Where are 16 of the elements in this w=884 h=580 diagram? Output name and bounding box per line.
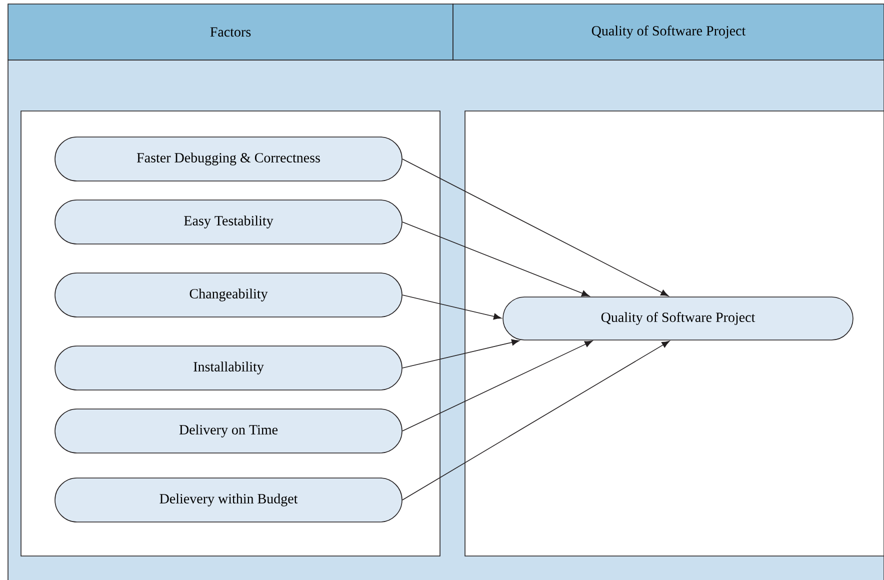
factor-pill: Delivery on Time [54, 408, 402, 454]
arrow [402, 340, 593, 432]
factor-pill: Installability [54, 346, 402, 390]
arrow [402, 294, 502, 320]
factor-pill: Delievery within Budget [54, 478, 402, 522]
target-pill: Quality of Software Project [502, 296, 854, 340]
header-cell: Factors [8, 4, 454, 60]
arrow [402, 222, 590, 296]
factor-pill: Changeability [54, 272, 402, 318]
factor-pill: Easy Testability [54, 200, 402, 244]
arrow [402, 158, 669, 296]
arrow [402, 339, 520, 368]
arrow [402, 340, 670, 500]
header-cell: Quality of Software Project [452, 4, 884, 60]
panel-box [464, 110, 884, 556]
factor-pill: Faster Debugging & Correctness [54, 136, 402, 182]
